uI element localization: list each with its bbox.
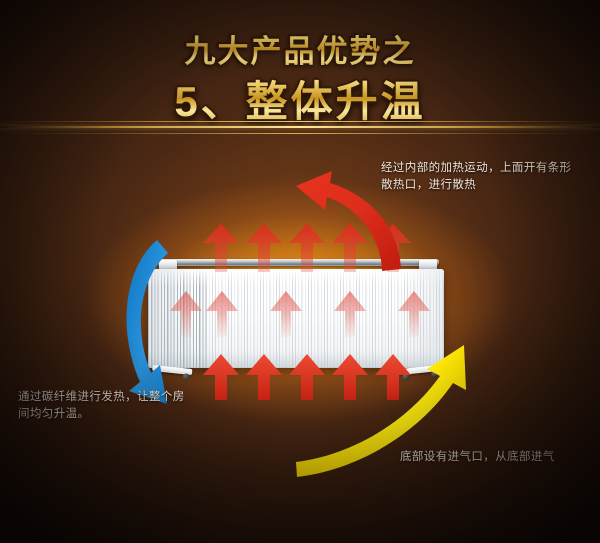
heater-body-panel (148, 269, 444, 368)
panel-internal-arrows (170, 291, 430, 337)
caster-wheel (430, 370, 439, 378)
title-divider-main (0, 126, 600, 128)
title-divider-bottom (0, 133, 600, 134)
caster-wheel (402, 373, 410, 381)
annotation-bottom-right: 底部设有进气口，从底部进气 (400, 451, 555, 463)
heater-top-rail (157, 259, 439, 272)
caster-wheel (153, 370, 162, 378)
page-title-main: 九大产品优势之 (0, 26, 600, 71)
poster-header: 九大产品优势之 5、整体升温 (0, 0, 600, 150)
annotation-top-right: 经过内部的加热运动，上面开有条形散热口，进行散热 (381, 162, 572, 191)
heater-illustration (148, 259, 444, 381)
title-divider-top (0, 121, 600, 122)
page-title-sub: 5、整体升温 (0, 68, 600, 129)
caster-wheel (182, 373, 190, 381)
annotation-bottom-left: 通过碳纤维进行发热，让整个房间均匀升温。 (18, 391, 185, 420)
